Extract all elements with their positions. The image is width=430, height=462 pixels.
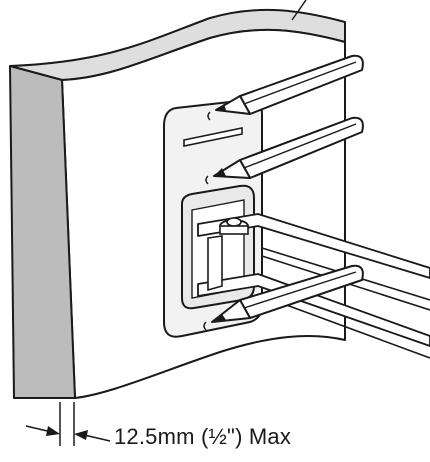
pencil-top-lead — [216, 104, 226, 110]
door-edge-strip — [9, 65, 76, 399]
dimension-arrowhead-left — [46, 426, 60, 436]
frame-rail-3 — [261, 295, 430, 359]
mark-middle — [205, 175, 209, 185]
pencil-top — [215, 54, 364, 115]
screw-head — [226, 217, 242, 227]
callout-leader-line — [291, 0, 307, 21]
mark-bottom — [203, 321, 207, 331]
dimension-label: 12.5mm (½") Max — [114, 424, 292, 449]
pencil-middle-lead — [214, 168, 226, 176]
pencil-middle — [213, 116, 364, 179]
hinge-arm-upper — [197, 213, 430, 279]
hinge-pin-body — [219, 225, 249, 235]
hinge-arm-side — [207, 235, 223, 292]
plate-slot — [183, 127, 243, 147]
pencil-bottom — [211, 264, 364, 323]
pencil-bottom-lead — [212, 314, 226, 322]
mark-top — [207, 111, 211, 121]
dimension-arrowhead-right — [74, 430, 88, 440]
